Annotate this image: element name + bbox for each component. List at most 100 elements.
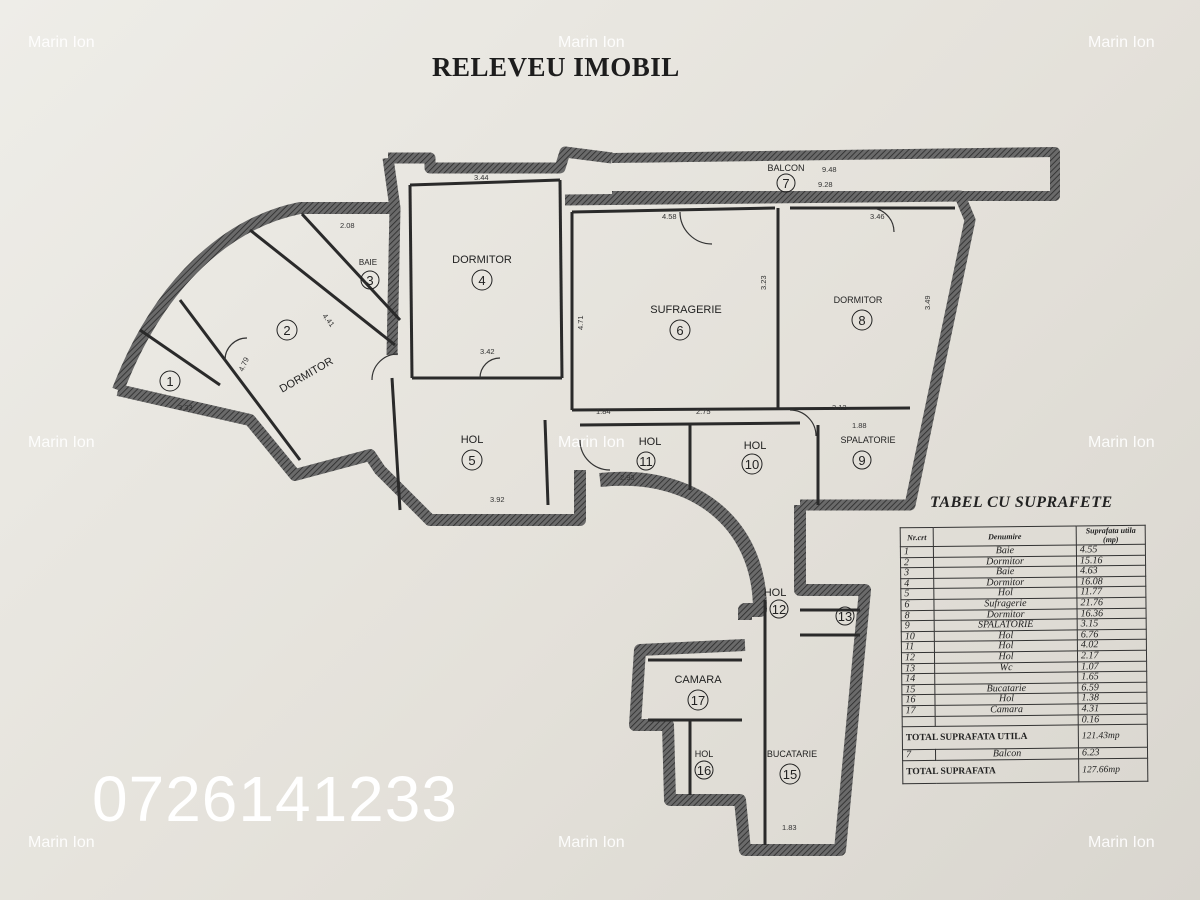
cell-nr: 5 [900,589,934,600]
room-1-number: 1 [166,374,173,389]
cell-area: 4.31 [1078,703,1148,715]
cell-area: 2.17 [1077,650,1147,662]
cell-nr: 11 [901,641,935,653]
dim-label: 2.08 [340,221,355,230]
room-12-name: HOL [764,587,787,599]
cell-nr: 3 [900,567,934,579]
room-17-name: CAMARA [674,674,722,686]
dim-label: 1.83 [782,823,797,832]
cell-area: 16.36 [1077,608,1147,620]
dim-label: 4.79 [237,356,251,373]
dim-label: 4.41 [320,312,336,329]
room-9-name: SPALATORIE [840,435,895,445]
cell-nr: 15 [901,684,935,696]
cell-area: 3.15 [1077,618,1147,630]
cell-nr: 12 [901,652,935,664]
room-3-name: BAIE [359,258,377,267]
header-area: Suprafata utila (mp) [1076,525,1146,545]
dim-label: 3.33 [178,403,193,412]
room-9-number: 9 [858,453,865,468]
dim-label: 3.44 [474,173,489,182]
total-label: TOTAL SUPRAFATA [902,758,1079,784]
watermark-text: Marin Ion [558,834,625,851]
cell-area: 6.59 [1077,681,1147,694]
room-5-number: 5 [468,453,475,468]
table-header-row: Nr.crt Denumire Suprafata utila (mp) [900,525,1146,547]
watermark-text: Marin Ion [1088,834,1155,851]
cell-area: 15.16 [1076,555,1146,567]
dim-label: 9.28 [818,180,833,189]
room-5-name: HOL [461,434,484,446]
room-7-name: BALCON [767,163,804,173]
room-16-number: 16 [697,763,711,778]
dim-label: 1.88 [852,421,867,430]
header-nr: Nr.crt [900,527,934,547]
cell-nr: 16 [901,694,936,706]
watermark-text: Marin Ion [28,834,95,851]
dim-label: 4.58 [662,212,677,221]
room-10-number: 10 [745,457,759,472]
dim-label: 3.23 [759,275,768,290]
cell-area: 11.77 [1076,587,1146,598]
total-value: 127.66mp [1078,757,1148,782]
room-10-name: HOL [744,440,767,452]
room-11-number: 11 [639,454,653,469]
inner-walls [139,178,955,845]
phone-number: 0726141233 [92,763,458,835]
cell-area: 4.55 [1076,544,1146,556]
room-2-number: 2 [283,323,290,338]
cell-nr: 10 [901,631,935,643]
balcon-nr: 7 [902,749,936,761]
room-15-name: BUCATARIE [767,749,817,759]
cell-nr: 6 [900,599,935,611]
room-2-name: DORMITOR [278,355,336,395]
total-util-value: 121.43mp [1078,724,1148,749]
dim-label: 4.71 [576,315,585,330]
cell-area: 4.63 [1076,565,1146,577]
watermark-text: Marin Ion [1088,34,1155,51]
watermark-text: Marin Ion [28,34,95,51]
cell-nr: 17 [902,705,936,717]
dim-label: 1.84 [596,407,611,416]
dim-label: 3.46 [870,212,885,221]
surface-table-title: TABEL CU SUPRAFETE [930,494,1113,511]
cell-nr: 4 [900,578,934,590]
header-name: Denumire [933,525,1077,547]
dim-label: 3.92 [490,495,505,504]
cell-nr: 1 [900,546,934,558]
cell-area: 16.08 [1076,576,1146,588]
cell-nr: 8 [901,610,935,621]
dim-label: 9.48 [822,165,837,174]
cell-area: 21.76 [1076,597,1147,609]
dim-label: 3.42 [480,347,495,356]
room-6-number: 6 [676,323,683,338]
cell-nr: 9 [901,620,935,632]
watermark-text: Marin Ion [28,434,95,451]
room-labels: 1 2 DORMITOR BAIE 3 DORMITOR 4 HOL 5 SUF… [159,163,896,785]
room-7-number: 7 [782,176,789,191]
room-3-number: 3 [366,273,373,288]
cell-area: 1.07 [1077,660,1147,673]
outer-walls [112,146,1060,856]
room-17-number: 17 [691,693,705,708]
room-4-name: DORMITOR [452,254,512,266]
dim-label: 3.12 [832,403,847,412]
watermark-text: Marin Ion [1088,434,1155,451]
plan-title: RELEVEU IMOBIL [432,52,680,82]
door-swings [224,207,895,471]
room-8-name: DORMITOR [834,295,883,305]
dim-label: 2.75 [696,407,711,416]
cell-area: 6.76 [1077,628,1147,641]
room-6-name: SUFRAGERIE [650,304,722,316]
balcon-area: 6.23 [1078,747,1148,759]
room-15-number: 15 [783,767,797,782]
dim-label: 3.49 [923,295,932,310]
cell-nr: 2 [900,557,934,568]
cell-nr [902,715,936,727]
room-12-number: 12 [772,602,786,617]
watermark-text: Marin Ion [558,434,625,451]
